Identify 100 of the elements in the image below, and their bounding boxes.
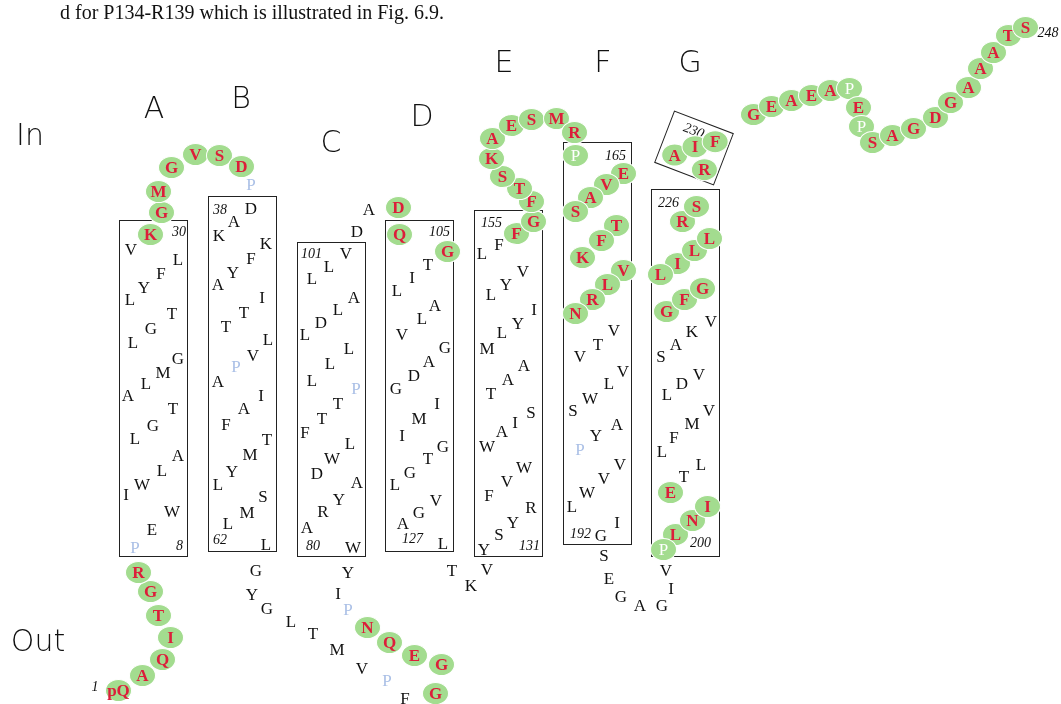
residue-circle: P xyxy=(562,144,589,167)
residue-circle: L xyxy=(696,227,723,250)
residue-letter: L xyxy=(485,285,497,303)
residue-letter: V xyxy=(339,244,353,262)
residue-letter: L xyxy=(129,429,141,447)
residue-circle: A xyxy=(129,664,156,687)
residue-number: 127 xyxy=(402,532,423,546)
residue-circle: T xyxy=(145,604,172,627)
residue-letter: G xyxy=(403,463,417,481)
residue-letter: F xyxy=(246,249,256,267)
residue-letter: I xyxy=(123,485,129,503)
residue-letter: V xyxy=(659,561,673,579)
residue-circle: M xyxy=(145,180,172,203)
residue-letter: Y xyxy=(341,563,355,581)
residue-number: 62 xyxy=(213,533,227,547)
residue-letter: T xyxy=(485,384,497,402)
residue-letter: R xyxy=(317,502,329,520)
residue-letter: K xyxy=(685,322,699,340)
residue-letter: M xyxy=(242,445,258,463)
residue-letter: W xyxy=(582,389,598,407)
residue-letter: I xyxy=(668,579,674,597)
residue-letter: W xyxy=(324,449,340,467)
residue-circle: E xyxy=(657,481,684,504)
residue-letter: A xyxy=(669,335,683,353)
residue-letter: W xyxy=(164,502,180,520)
residue-letter: Y xyxy=(245,585,259,603)
residue-letter: Y xyxy=(137,278,151,296)
residue-letter: V xyxy=(616,362,630,380)
helix-label: C xyxy=(320,127,342,157)
residue-circle: R xyxy=(125,561,152,584)
residue-letter: A xyxy=(422,352,436,370)
residue-letter: G xyxy=(171,349,185,367)
residue-letter: I xyxy=(409,268,415,286)
residue-letter: L xyxy=(476,244,488,262)
residue-letter: P xyxy=(575,440,585,458)
residue-letter: D xyxy=(675,374,689,392)
residue-circle: Q xyxy=(386,223,413,246)
residue-letter: L xyxy=(323,257,335,275)
residue-circle: K xyxy=(569,246,596,269)
residue-letter: L xyxy=(344,434,356,452)
residue-letter: Y xyxy=(499,275,513,293)
residue-circle: A xyxy=(955,76,982,99)
residue-letter: L xyxy=(391,281,403,299)
residue-letter: G xyxy=(144,319,158,337)
residue-letter: V xyxy=(429,491,443,509)
residue-letter: L xyxy=(222,514,234,532)
residue-number: 105 xyxy=(429,225,450,239)
helix-label: D xyxy=(410,101,434,131)
residue-circle: G xyxy=(689,277,716,300)
residue-letter: W xyxy=(579,483,595,501)
residue-letter: Y xyxy=(589,426,603,444)
residue-letter: L xyxy=(332,300,344,318)
residue-letter: L xyxy=(389,475,401,493)
residue-letter: A xyxy=(350,473,364,491)
residue-circle: pQ xyxy=(105,679,132,702)
residue-number: 248 xyxy=(1037,26,1059,40)
residue-letter: W xyxy=(345,538,361,556)
residue-letter: F xyxy=(221,415,231,433)
residue-letter: P xyxy=(343,600,353,618)
residue-letter: K xyxy=(259,234,273,252)
residue-letter: P xyxy=(130,538,140,556)
residue-letter: L xyxy=(661,385,673,403)
residue-letter: S xyxy=(258,487,268,505)
side-label: In xyxy=(16,120,44,150)
residue-letter: E xyxy=(603,569,615,587)
residue-circle: N xyxy=(354,616,381,639)
residue-letter: I xyxy=(531,300,537,318)
residue-letter: L xyxy=(656,442,668,460)
residue-letter: M xyxy=(329,640,345,658)
residue-letter: G xyxy=(249,561,263,579)
residue-circle: L xyxy=(647,263,674,286)
residue-circle: R xyxy=(690,158,718,182)
residue-letter: T xyxy=(332,394,344,412)
helix-label: F xyxy=(594,47,612,77)
residue-letter: T xyxy=(167,399,179,417)
residue-letter: Y xyxy=(511,314,525,332)
residue-letter: T xyxy=(238,303,250,321)
side-label: Out xyxy=(10,626,66,656)
residue-circle: P xyxy=(848,115,875,138)
residue-letter: V xyxy=(395,325,409,343)
helix-label: A xyxy=(143,93,165,123)
residue-letter: T xyxy=(592,335,604,353)
residue-letter: Y xyxy=(226,263,240,281)
helix-label: E xyxy=(494,47,514,77)
residue-letter: A xyxy=(121,386,135,404)
residue-letter: T xyxy=(316,409,328,427)
residue-letter: A xyxy=(227,212,241,230)
residue-letter: F xyxy=(494,235,504,253)
residue-circle: Q xyxy=(149,648,176,671)
residue-letter: L xyxy=(285,612,297,630)
residue-letter: G xyxy=(438,338,452,356)
residue-letter: Y xyxy=(225,462,239,480)
residue-circle: P xyxy=(836,77,863,100)
residue-letter: A xyxy=(237,399,251,417)
residue-letter: L xyxy=(324,354,336,372)
residue-letter: S xyxy=(656,347,666,365)
residue-letter: G xyxy=(389,379,403,397)
residue-letter: L xyxy=(603,374,615,392)
residue-letter: G xyxy=(655,596,669,614)
residue-number: 80 xyxy=(306,539,320,553)
